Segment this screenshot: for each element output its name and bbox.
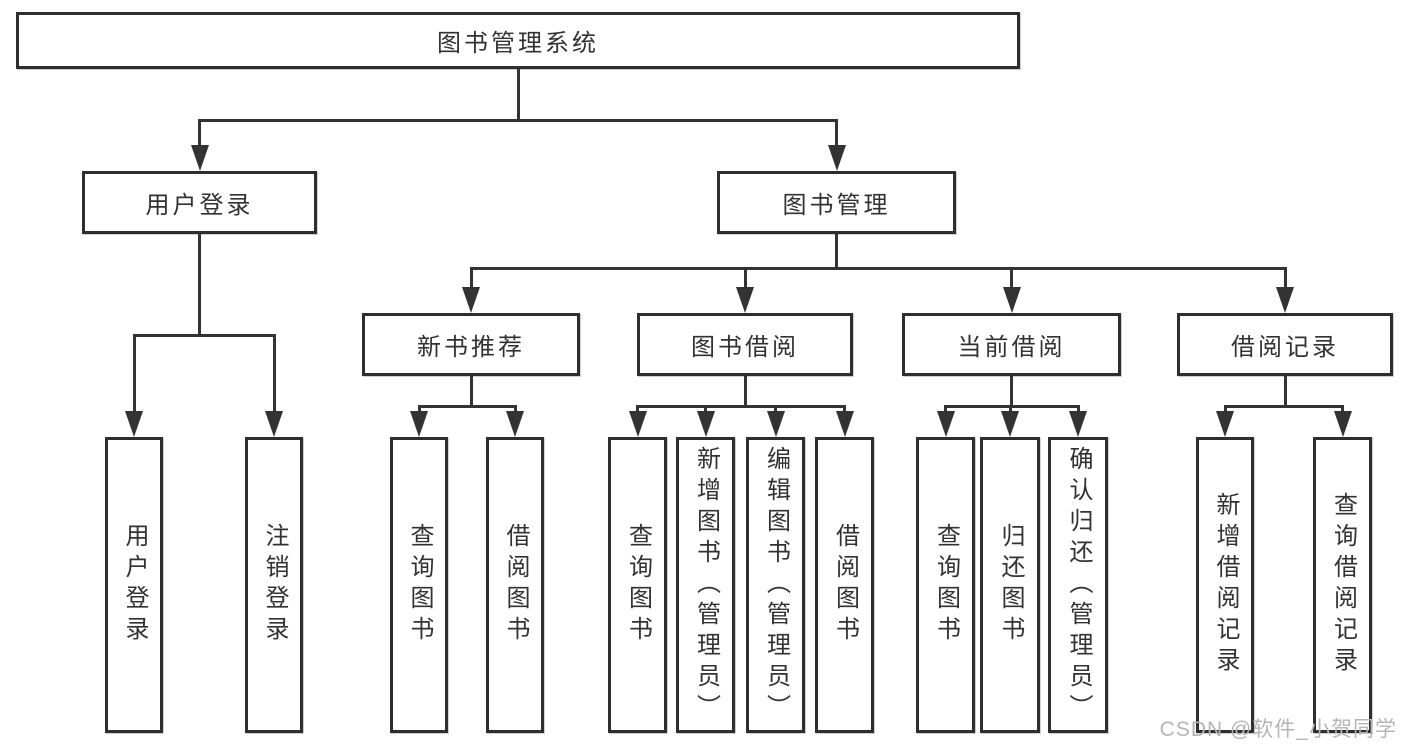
arrow-down-icon [265, 411, 283, 437]
arrow-down-icon [1216, 411, 1234, 437]
arrow-down-icon [1069, 411, 1087, 437]
node-current-borrowing: 当前借阅 [902, 313, 1121, 376]
connector-line [516, 69, 520, 122]
node-query-borrow-record: 查询借阅记录 [1313, 437, 1372, 733]
connector-line [469, 266, 1287, 270]
node-label: 图书管理 [782, 192, 891, 219]
arrow-down-icon [1002, 287, 1021, 313]
node-edit-books-admin: 编辑图书（管理员） [746, 437, 805, 733]
node-borrowing-records: 借阅记录 [1177, 313, 1393, 376]
connector-line [198, 234, 201, 337]
node-label: 借阅记录 [1231, 334, 1339, 361]
arrow-down-icon [410, 411, 428, 437]
node-book-management: 图书管理 [717, 171, 956, 234]
node-new-book-recommend: 新书推荐 [362, 313, 580, 376]
node-label: 当前借阅 [957, 334, 1066, 361]
node-user-login: 用户登录 [105, 437, 163, 733]
node-label: 查询图书 [624, 523, 652, 647]
arrow-down-icon [766, 411, 785, 437]
connector-line [132, 333, 276, 337]
arrow-down-icon [1276, 287, 1294, 313]
arrow-down-icon [696, 411, 715, 437]
node-label: 图书借阅 [691, 334, 799, 361]
arrow-down-icon [827, 145, 846, 171]
connector-line [636, 404, 846, 408]
node-add-books-admin: 新增图书（管理员） [676, 437, 735, 733]
node-label: 用户登录 [145, 192, 254, 219]
connector-line [469, 268, 473, 295]
node-query-books-borrowing: 查询图书 [608, 437, 667, 733]
node-label: 编辑图书（管理员） [762, 445, 790, 725]
arrow-down-icon [736, 287, 754, 313]
connector-line [944, 404, 1080, 408]
arrow-down-icon [1333, 411, 1352, 437]
node-label: 注销登录 [261, 523, 288, 647]
node-book-borrowing: 图书借阅 [637, 313, 853, 376]
node-add-borrow-record: 新增借阅记录 [1196, 437, 1254, 733]
node-label: 新增借阅记录 [1212, 492, 1239, 678]
node-user-login-branch: 用户登录 [82, 171, 317, 234]
connector-line [1283, 376, 1287, 408]
connector-line [1223, 404, 1344, 408]
connector-line [132, 335, 136, 419]
node-query-books-current: 查询图书 [916, 437, 975, 733]
arrow-down-icon [462, 287, 480, 313]
node-return-books: 归还图书 [980, 437, 1040, 733]
arrow-down-icon [125, 411, 143, 437]
arrow-down-icon [628, 411, 647, 437]
arrow-down-icon [835, 411, 854, 437]
node-label: 借阅图书 [831, 523, 859, 647]
node-label: 用户登录 [121, 523, 148, 647]
node-query-books-recommend: 查询图书 [390, 437, 448, 733]
connector-line [417, 404, 517, 408]
node-label: 查询借阅记录 [1329, 492, 1357, 678]
arrow-down-icon [506, 411, 524, 437]
arrow-down-icon [1001, 411, 1019, 437]
node-confirm-return-admin: 确认归还（管理员） [1048, 437, 1108, 733]
node-label: 新书推荐 [417, 334, 525, 361]
connector-line [835, 234, 838, 270]
connector-line [1010, 376, 1013, 408]
watermark: CSDN @软件_小贺同学 [1159, 718, 1397, 741]
connector-line [469, 376, 473, 408]
arrow-down-icon [190, 145, 209, 171]
node-borrow-books-recommend: 借阅图书 [486, 437, 544, 733]
node-root: 图书管理系统 [16, 12, 1020, 69]
node-logout-login: 注销登录 [245, 437, 303, 733]
node-label: 查询图书 [932, 523, 960, 647]
node-label: 借阅图书 [502, 523, 529, 647]
node-label: 图书管理系统 [437, 30, 599, 57]
connector-line [272, 335, 276, 419]
connector-line [1283, 268, 1287, 295]
connector-line [835, 120, 838, 153]
connector-line [198, 118, 838, 122]
node-label: 确认归还（管理员） [1065, 445, 1092, 725]
node-label: 归还图书 [997, 523, 1024, 647]
node-label: 新增图书（管理员） [692, 445, 720, 725]
connector-line [198, 120, 201, 153]
connector-line [743, 376, 747, 408]
node-borrow-books-borrowing: 借阅图书 [815, 437, 874, 733]
connector-line [743, 268, 747, 295]
arrow-down-icon [936, 411, 955, 437]
connector-line [1010, 268, 1013, 295]
node-label: 查询图书 [406, 523, 433, 647]
